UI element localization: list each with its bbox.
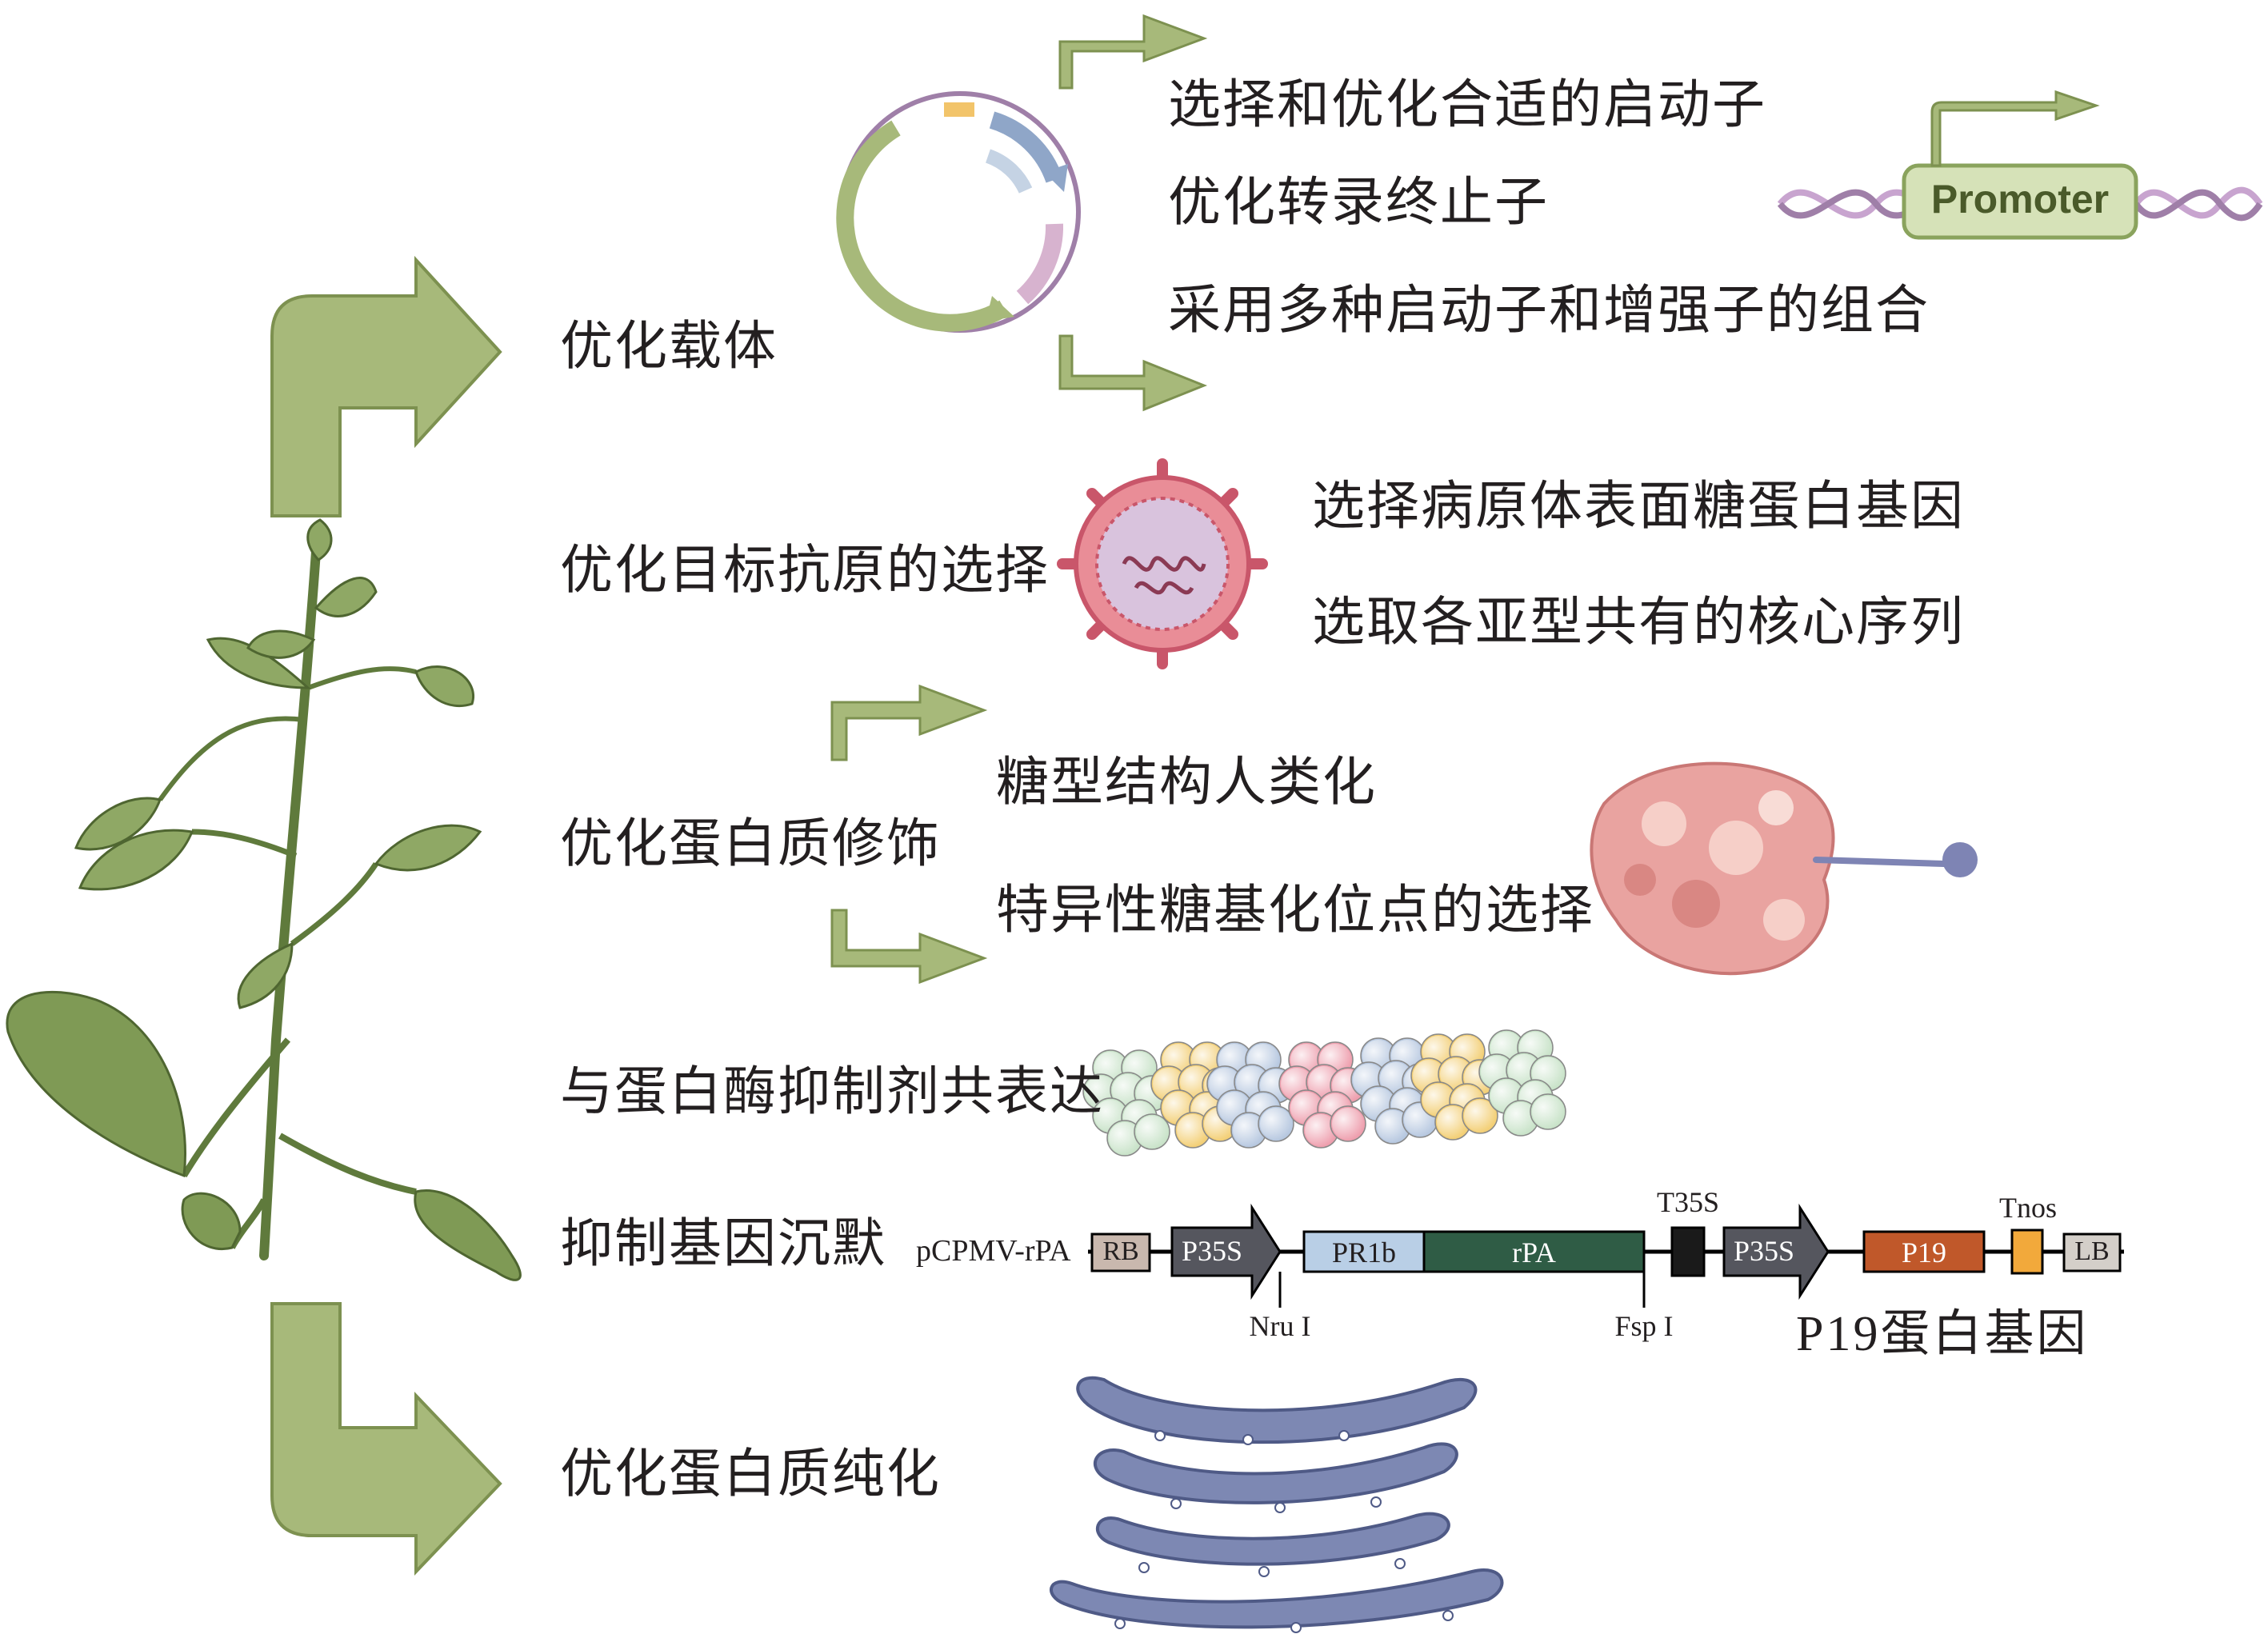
pr1b-label: PR1b [1331,1236,1397,1268]
sub-label-enhancer: 采用多种启动子和增强子的组合 [1168,279,1930,341]
bead-highlight [1505,1102,1537,1134]
fsp-site-label: Fsp I [1614,1310,1674,1342]
bead-highlight [1233,1114,1265,1146]
p35s-label-2: P35S [1733,1235,1795,1267]
branch-label-vector: 优化载体 [560,315,778,377]
rpa-box [1422,1230,1646,1273]
branch-label-silencing: 抑制基因沉默 [560,1213,886,1274]
p19-caption: P19蛋白基因 [1796,1307,2089,1361]
bead-highlight [1464,1100,1496,1132]
bead-highlight [1305,1114,1337,1146]
lb-box [2062,1232,2122,1272]
bent-arrow-bottom-icon [1058,334,1208,412]
pr1b-box [1302,1230,1426,1273]
p35s-arrow-1 [1170,1203,1282,1300]
t35s-box [1670,1226,1706,1277]
bead-highlight [1260,1108,1292,1140]
rb-box [1090,1232,1151,1272]
plant-icon [6,518,522,1281]
bead-highlight [1377,1110,1409,1142]
bent-arrow-glyco-top-icon [830,684,988,761]
bead-highlight [1437,1106,1469,1138]
sub-label-glycosylation-site: 特异性糖基化位点的选择 [996,879,1594,941]
tnos-label: Tnos [1999,1192,2057,1224]
p19-label: P19 [1901,1236,1947,1268]
p35s-label-1: P35S [1181,1235,1243,1267]
bead-highlight [1332,1108,1364,1140]
bent-arrow-top-icon [1058,14,1208,90]
bead-highlight [1136,1116,1168,1148]
bead-highlight [1532,1096,1564,1128]
rpa-label: rPA [1512,1236,1556,1268]
branch-label-antigen: 优化目标抗原的选择 [560,539,1050,601]
protease-inhibitor-icon [1082,1029,1566,1157]
sub-label-humanized-glycan: 糖型结构人类化 [996,751,1377,813]
promoter-dna-icon [1777,90,2263,240]
branch-label-protease: 与蛋白酶抑制剂共表达 [560,1061,1104,1122]
gene-construct [1088,1203,2124,1308]
bent-arrow-glyco-bottom-icon [830,909,988,985]
sub-label-terminator: 优化转录终止子 [1168,171,1549,233]
rb-label: RB [1102,1236,1139,1266]
bead-highlight [1109,1122,1141,1154]
sub-label-core-sequence: 选取各亚型共有的核心序列 [1312,591,1965,653]
branch-label-modification: 优化蛋白质修饰 [560,813,941,874]
construct-name: pCPMV-rPA [916,1234,1071,1268]
sub-label-promoter: 选择和优化合适的启动子 [1168,74,1766,135]
branch-arrow-down-icon [270,1302,502,1576]
promoter-label: Promoter [1930,177,2110,222]
nru-site-label: Nru I [1249,1310,1311,1342]
t35s-label: T35S [1656,1186,1719,1218]
lb-label: LB [2074,1236,2110,1266]
bead-highlight [1177,1114,1209,1146]
golgi-icon [1050,1376,1504,1633]
tnos-box [2010,1229,2044,1275]
virus-icon [1057,458,1268,669]
sub-label-glycoprotein-gene: 选择病原体表面糖蛋白基因 [1312,475,1965,537]
branch-arrow-up-icon [270,255,502,517]
plasmid-icon [836,91,1081,333]
glycoprotein-icon [1590,761,1978,976]
p19-box [1862,1230,1986,1273]
p35s-arrow-2 [1722,1203,1830,1300]
branch-label-purification: 优化蛋白质纯化 [560,1443,941,1504]
